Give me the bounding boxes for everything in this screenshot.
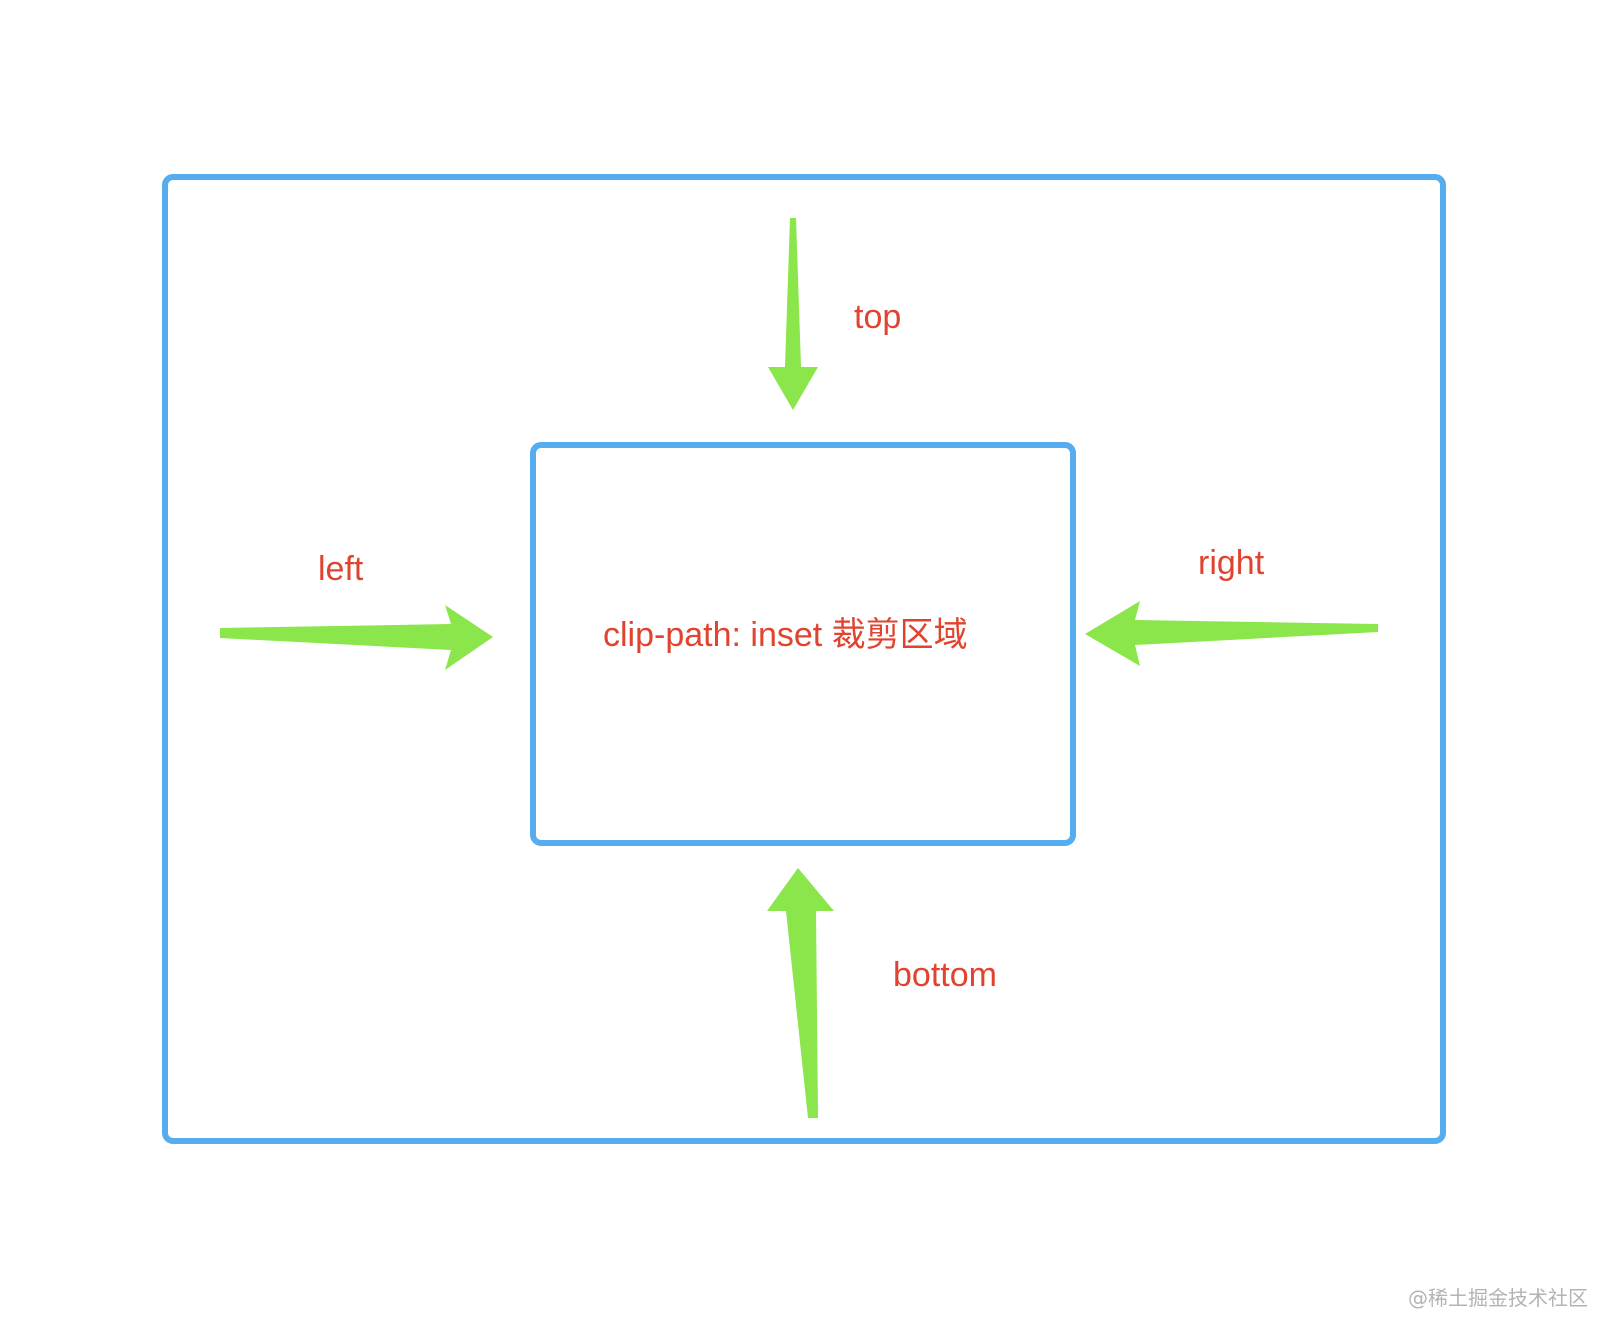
right-arrow-icon [1085, 601, 1378, 666]
clip-region-label: clip-path: inset 裁剪区域 [603, 616, 968, 654]
bottom-label: bottom [893, 956, 997, 994]
watermark: @稀土掘金技术社区 [1408, 1286, 1588, 1310]
inner-clip-box [530, 442, 1076, 846]
top-label: top [854, 298, 902, 336]
outer-frame [162, 174, 1446, 1144]
bottom-arrow-icon [767, 868, 834, 1118]
left-arrow-icon [220, 605, 493, 670]
right-label: right [1198, 544, 1265, 582]
left-label: left [318, 550, 364, 588]
top-arrow-icon [768, 218, 818, 410]
